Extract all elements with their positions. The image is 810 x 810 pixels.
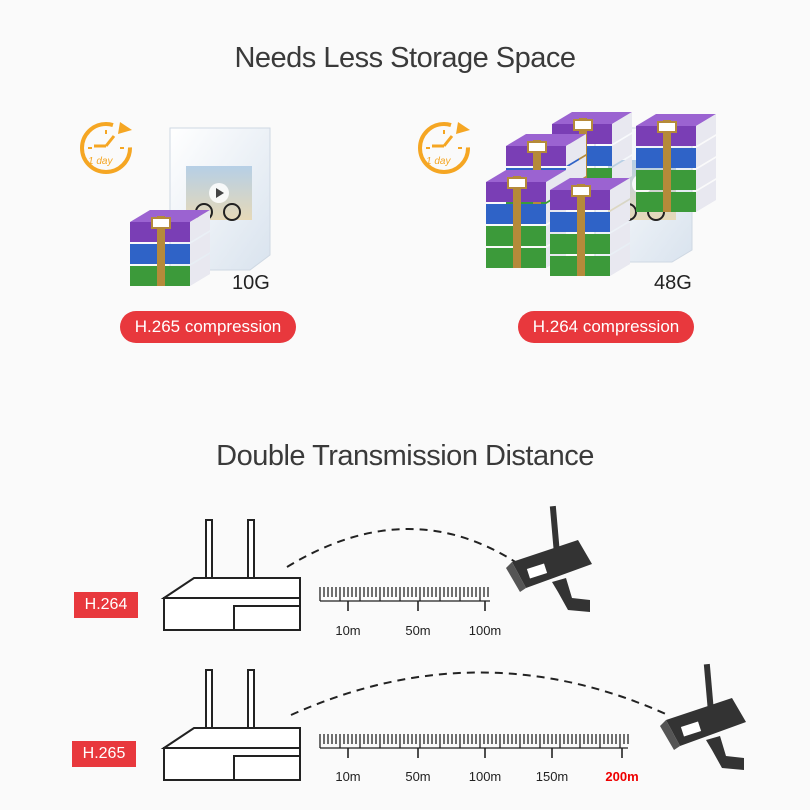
router-icon bbox=[163, 669, 301, 781]
duration-label: 1 day bbox=[88, 156, 113, 167]
h264-compression-badge: H.264 compression bbox=[518, 311, 694, 343]
storage-size-h265: 10G bbox=[232, 272, 270, 294]
camera-icon bbox=[506, 505, 592, 612]
tick-label-highlight: 200m bbox=[605, 769, 639, 784]
duration-label: 1 day bbox=[426, 156, 451, 167]
camera-icon bbox=[660, 663, 746, 770]
codec-tag-h265: H.265 bbox=[72, 741, 136, 767]
tick-label: 10m bbox=[335, 623, 361, 638]
distance-section-title: Double Transmission Distance bbox=[216, 440, 594, 472]
distance-ruler bbox=[319, 734, 629, 758]
tick-label: 10m bbox=[335, 769, 361, 784]
tick-label: 100m bbox=[468, 769, 502, 784]
signal-arc bbox=[290, 671, 669, 716]
storage-size-h264: 48G bbox=[654, 272, 692, 294]
signal-arc bbox=[286, 528, 521, 568]
tick-label: 100m bbox=[468, 623, 502, 638]
tick-label: 50m bbox=[405, 623, 431, 638]
tick-label: 50m bbox=[405, 769, 431, 784]
h265-compression-badge: H.265 compression bbox=[120, 311, 296, 343]
storage-section-title: Needs Less Storage Space bbox=[234, 42, 576, 74]
distance-ruler bbox=[319, 587, 490, 611]
tick-label: 150m bbox=[535, 769, 569, 784]
router-icon bbox=[163, 519, 301, 631]
codec-tag-h264: H.264 bbox=[74, 592, 138, 618]
